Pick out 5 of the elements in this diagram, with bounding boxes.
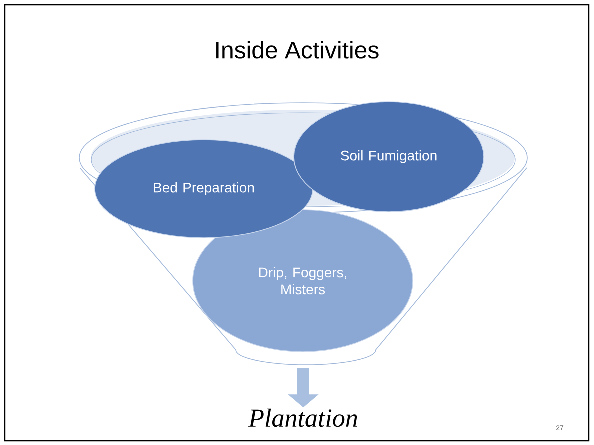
ellipse-node: Soil Fumigation <box>294 102 484 212</box>
ellipse-node: Drip, Foggers, Misters <box>192 210 414 352</box>
result-text: Plantation <box>248 408 358 428</box>
slide-title: Inside Activities <box>216 41 379 59</box>
ellipse-node: Bed Preparation <box>94 140 314 238</box>
